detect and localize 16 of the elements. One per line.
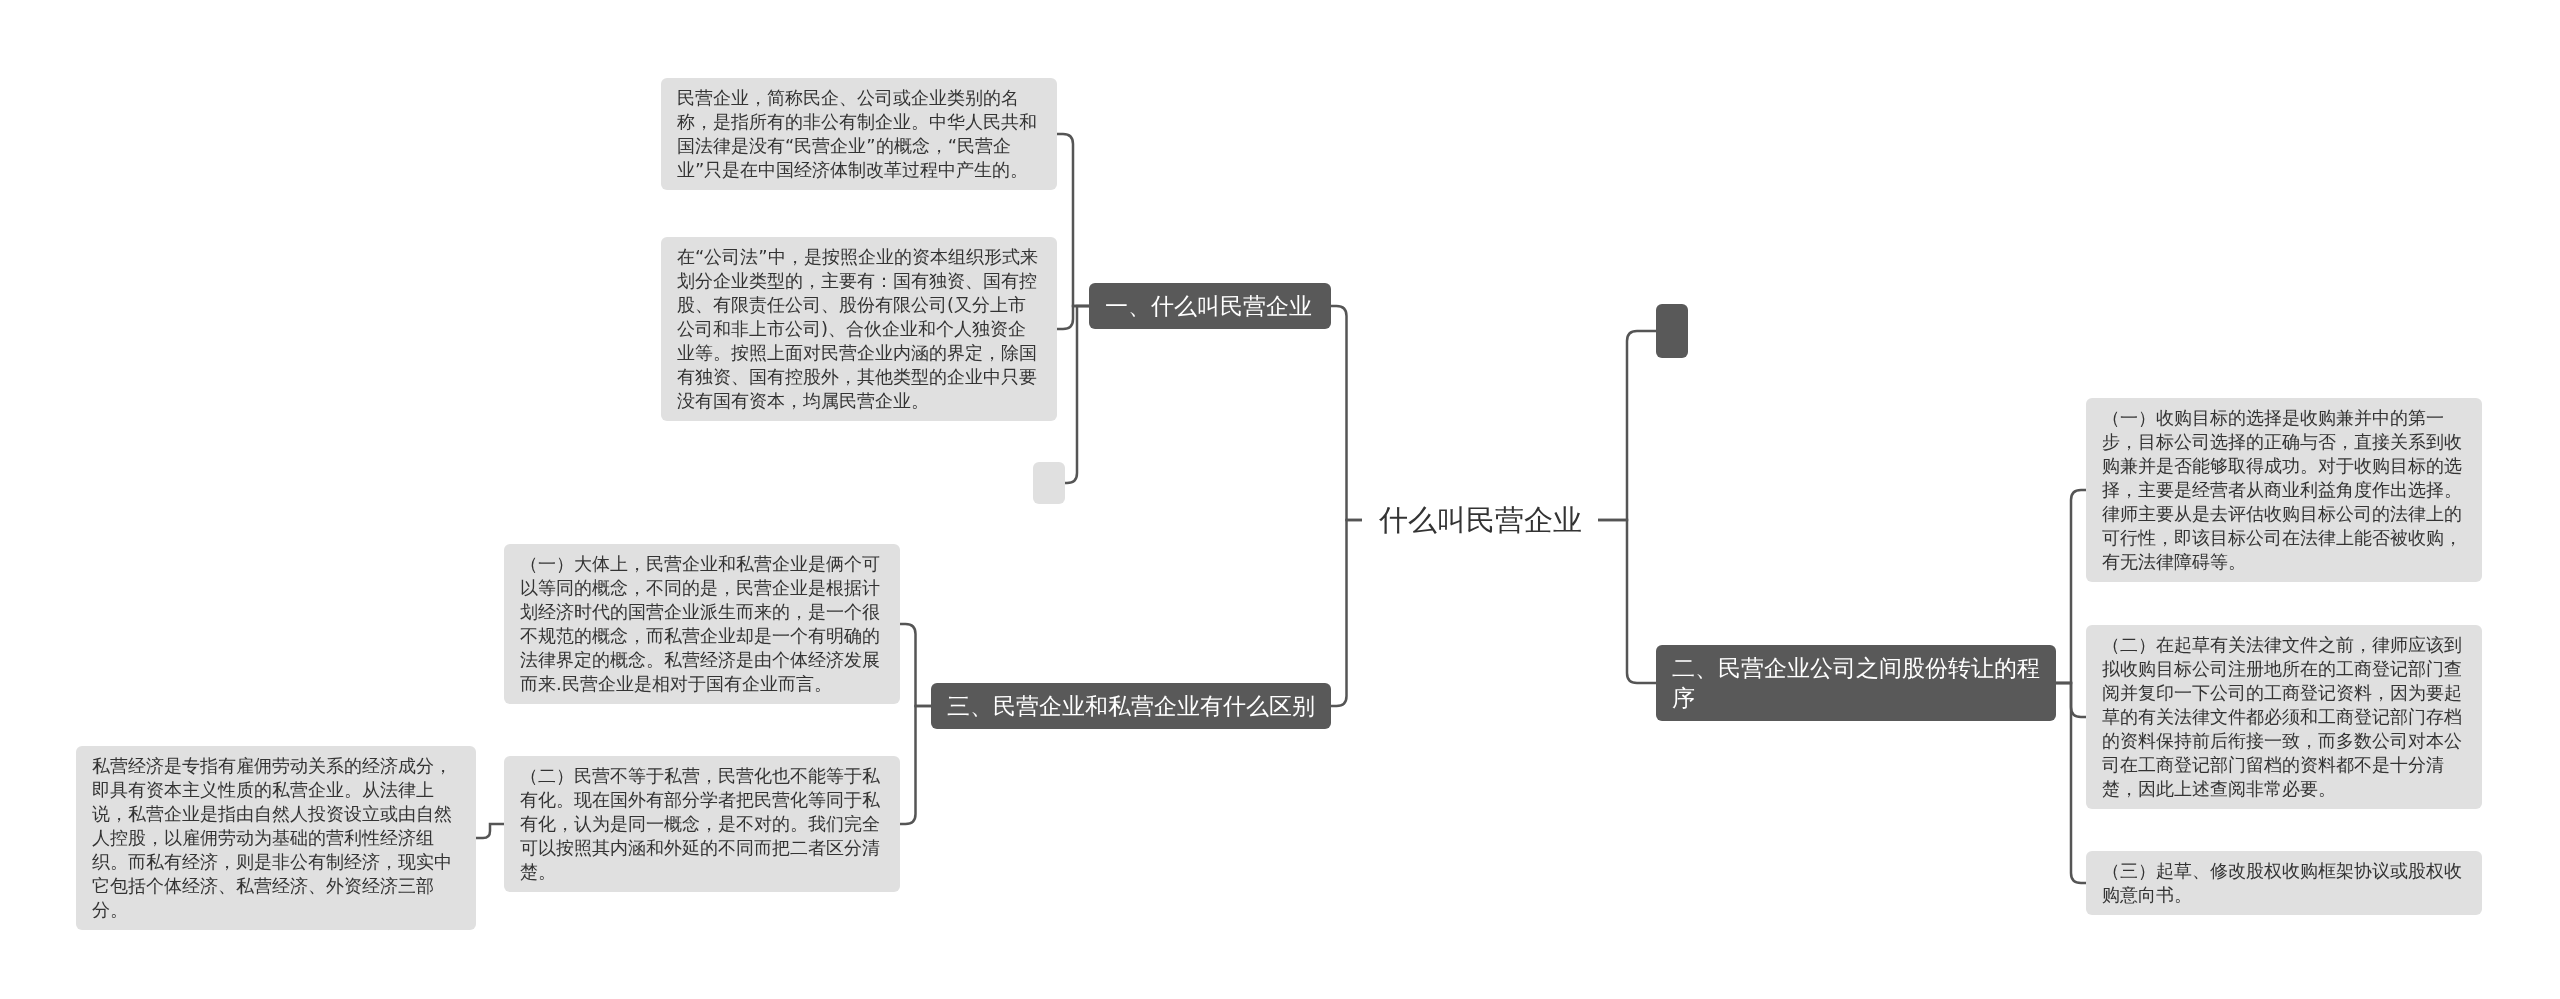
central-topic: 什么叫民营企业 xyxy=(1362,496,1598,544)
text-box: （二）在起草有关法律文件之前，律师应该到拟收购目标公司注册地所在的工商登记部门查阅并复印一下公司的工商登记资料，因为要起草的有关法律文件都必须和工商登记部门存档的资料保持前后衔接一致，而多数公司对本公司在工商登记部门留档的资料都不是十分清楚，因此上述查阅非常必要。 xyxy=(2086,625,2482,809)
text-box: 私营经济是专指有雇佣劳动关系的经济成分，即具有资本主义性质的私营企业。从法律上说，私营企业是指由自然人投资设立或由自然人控股，以雇佣劳动为基础的营利性经济组织。而私有经济，则是非公有制经济，现实中它包括个体经济、私营经济、外资经济三部分。 xyxy=(76,746,476,930)
connector-line xyxy=(476,822,504,840)
empty-topic-box xyxy=(1656,304,1688,358)
empty-text-box xyxy=(1033,462,1065,504)
text-box: 民营企业，简称民企、公司或企业类别的名称，是指所有的非公有制企业。中华人民共和国法律是没有“民营企业”的概念，“民营企业”只是在中国经济体制改革过程中产生的。 xyxy=(661,78,1057,190)
text-box: （一）大体上，民营企业和私营企业是俩个可以等同的概念，不同的是，民营企业是根据计划经济时代的国营企业派生而来的，是一个很不规范的概念，而私营企业却是一个有明确的法律界定的概念。私营经济是由个体经济发展而来.民营企业是相对于国有企业而言。 xyxy=(504,544,900,704)
topic-box: 三、民营企业和私营企业有什么区别 xyxy=(931,683,1331,729)
topic-box: 二、民营企业公司之间股份转让的程序 xyxy=(1656,645,2056,721)
text-box: （二）民营不等于私营，民营化也不能等于私有化。现在国外有部分学者把民营化等同于私有化，认为是同一概念，是不对的。我们完全可以按照其内涵和外延的不同而把二者区分清楚。 xyxy=(504,756,900,892)
topic-box: 一、什么叫民营企业 xyxy=(1089,283,1331,329)
text-box: （一）收购目标的选择是收购兼并中的第一步，目标公司选择的正确与否，直接关系到收购兼并是否能够取得成功。对于收购目标的选择，主要是经营者从商业利益角度作出选择。律师主要从是去评估收购目标公司的法律上的可行性，即该目标公司在法律上能否被收购，有无法律障碍等。 xyxy=(2086,398,2482,582)
text-box: 在“公司法”中，是按照企业的资本组织形式来划分企业类型的，主要有：国有独资、国有控股、有限责任公司、股份有限公司(又分上市公司和非上市公司)、合伙企业和个人独资企业等。按照上面对民营企业内涵的界定，除国有独资、国有控股外，其他类型的企业中只要没有国有资本，均属民营企业。 xyxy=(661,237,1057,421)
text-box: （三）起草、修改股权收购框架协议或股权收购意向书。 xyxy=(2086,851,2482,915)
connector-line xyxy=(1065,304,1089,485)
